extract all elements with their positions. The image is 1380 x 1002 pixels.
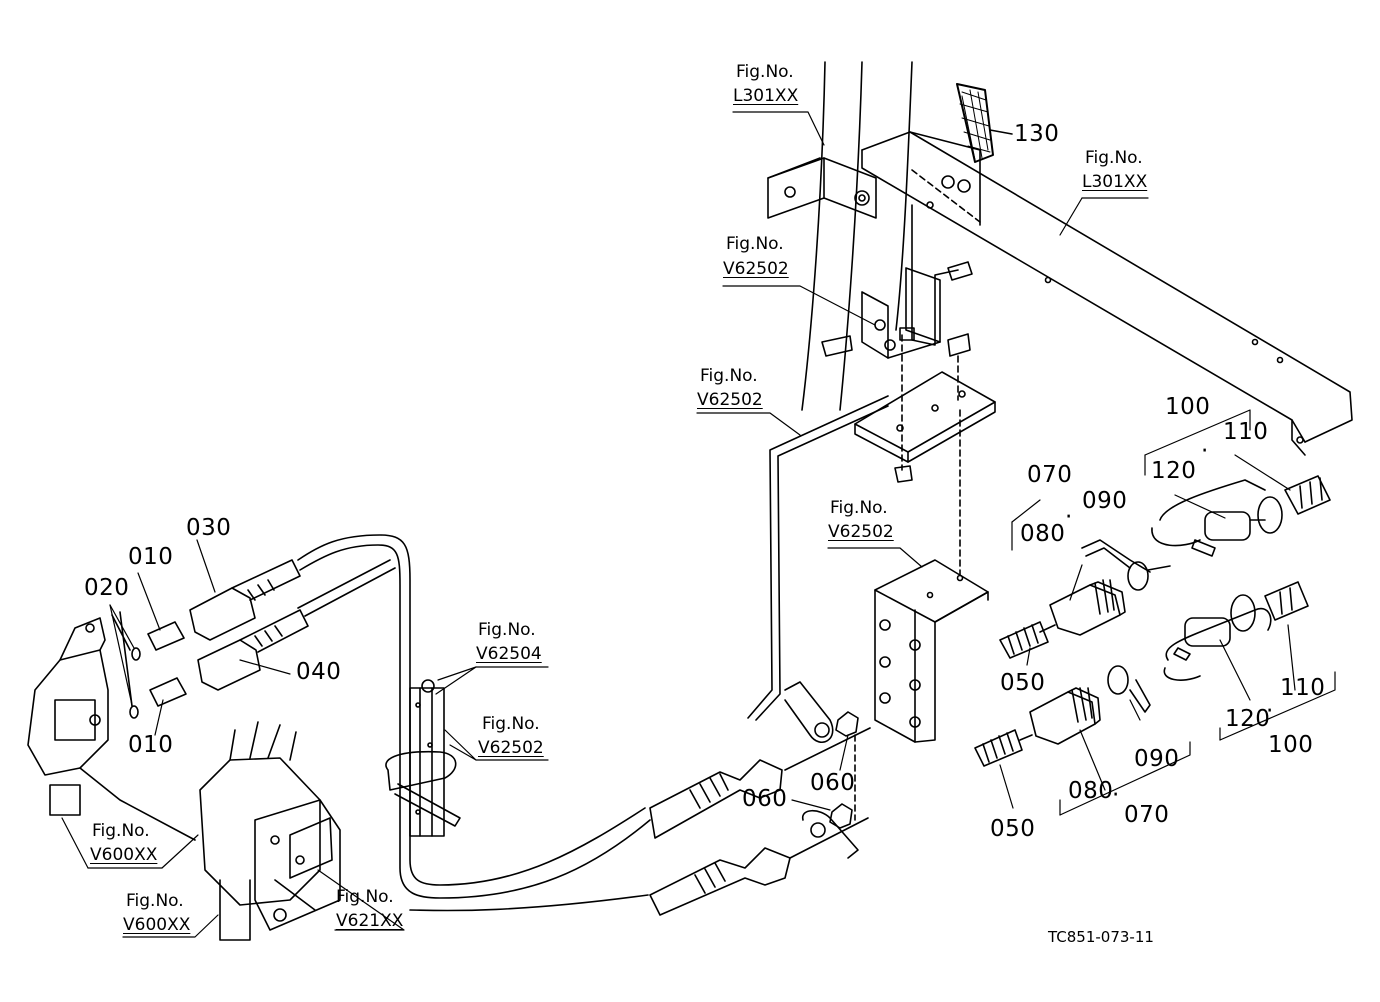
fig-ref-v62502-b-code[interactable]: V62502 (697, 390, 763, 410)
coupler-top (999, 539, 1171, 659)
part-030[interactable]: 030 (186, 515, 232, 541)
drawing-code: TC851-073-11 (1048, 928, 1154, 946)
hoses (297, 534, 871, 916)
part-110-top[interactable]: 110 (1223, 419, 1269, 445)
mounting-plate (854, 333, 996, 483)
part-100-top[interactable]: 100 (1165, 394, 1211, 420)
dot-separator: · (1266, 698, 1274, 724)
part-130[interactable]: 130 (1014, 121, 1060, 147)
fig-ref-v62504-code[interactable]: V62504 (476, 644, 542, 664)
part-120-bottom[interactable]: 120 (1225, 706, 1271, 732)
coupler-bottom (974, 581, 1309, 767)
fig-ref-v62502-b-label: Fig.No. (700, 366, 758, 386)
dot-separator: · (1112, 782, 1120, 808)
fig-ref-v62502-d-label: Fig.No. (482, 714, 540, 734)
hose-clamp (385, 679, 461, 837)
part-120-top[interactable]: 120 (1151, 458, 1197, 484)
fig-ref-v621-code[interactable]: V621XX (336, 911, 404, 931)
part-070-bottom[interactable]: 070 (1124, 802, 1170, 828)
leader-lines (61, 111, 1336, 938)
fig-ref-l301-top-label: Fig.No. (736, 62, 794, 82)
fig-ref-v600-a-code[interactable]: V600XX (90, 845, 158, 865)
part-090-bottom[interactable]: 090 (1134, 746, 1180, 772)
part-010-top[interactable]: 010 (128, 544, 174, 570)
part-080-bottom[interactable]: 080 (1068, 778, 1114, 804)
part-010-bottom[interactable]: 010 (128, 732, 174, 758)
fig-ref-v62502-a-code[interactable]: V62502 (723, 259, 789, 279)
frame-uprights (801, 61, 913, 411)
fig-ref-l301-top-code[interactable]: L301XX (733, 86, 799, 106)
part-070-top[interactable]: 070 (1027, 462, 1073, 488)
part-100-bottom[interactable]: 100 (1268, 732, 1314, 758)
part-090-top[interactable]: 090 (1082, 488, 1128, 514)
clips-060 (784, 681, 859, 859)
part-080-top[interactable]: 080 (1020, 521, 1066, 547)
fig-ref-v600-a-label: Fig.No. (92, 821, 150, 841)
dust-cap-top (1151, 475, 1331, 557)
top-rail (861, 131, 1353, 456)
fig-ref-v62504-label: Fig.No. (478, 620, 536, 640)
fig-ref-v62502-c-code[interactable]: V62502 (828, 522, 894, 542)
part-050-top[interactable]: 050 (1000, 670, 1046, 696)
cable-rod (747, 395, 889, 721)
control-valve-left (27, 617, 196, 841)
left-fittings (111, 559, 309, 719)
part-050-bottom[interactable]: 050 (990, 816, 1036, 842)
fig-ref-v600-b-label: Fig.No. (126, 891, 184, 911)
left-bracket (767, 157, 877, 219)
dot-separator: · (1065, 504, 1073, 530)
mid-bracket (821, 267, 941, 359)
fig-ref-l301-right-code[interactable]: L301XX (1082, 172, 1148, 192)
coupler-bracket (874, 409, 989, 743)
fig-ref-v600-b-code[interactable]: V600XX (123, 915, 191, 935)
control-valve-center (199, 721, 341, 941)
part-110-bottom[interactable]: 110 (1280, 675, 1326, 701)
part-060-b[interactable]: 060 (742, 786, 788, 812)
rubber-pad-130 (956, 83, 1013, 163)
fig-ref-v62502-a-label: Fig.No. (726, 234, 784, 254)
rail-hardware (911, 175, 973, 346)
part-040[interactable]: 040 (296, 659, 342, 685)
fig-ref-v62502-d-code[interactable]: V62502 (478, 738, 544, 758)
fig-ref-l301-right-label: Fig.No. (1085, 148, 1143, 168)
part-060-a[interactable]: 060 (810, 770, 856, 796)
dot-separator: · (1201, 438, 1209, 464)
fig-ref-v62502-c-label: Fig.No. (830, 498, 888, 518)
fig-ref-v621-label: Fig.No. (336, 887, 394, 907)
part-020[interactable]: 020 (84, 575, 130, 601)
